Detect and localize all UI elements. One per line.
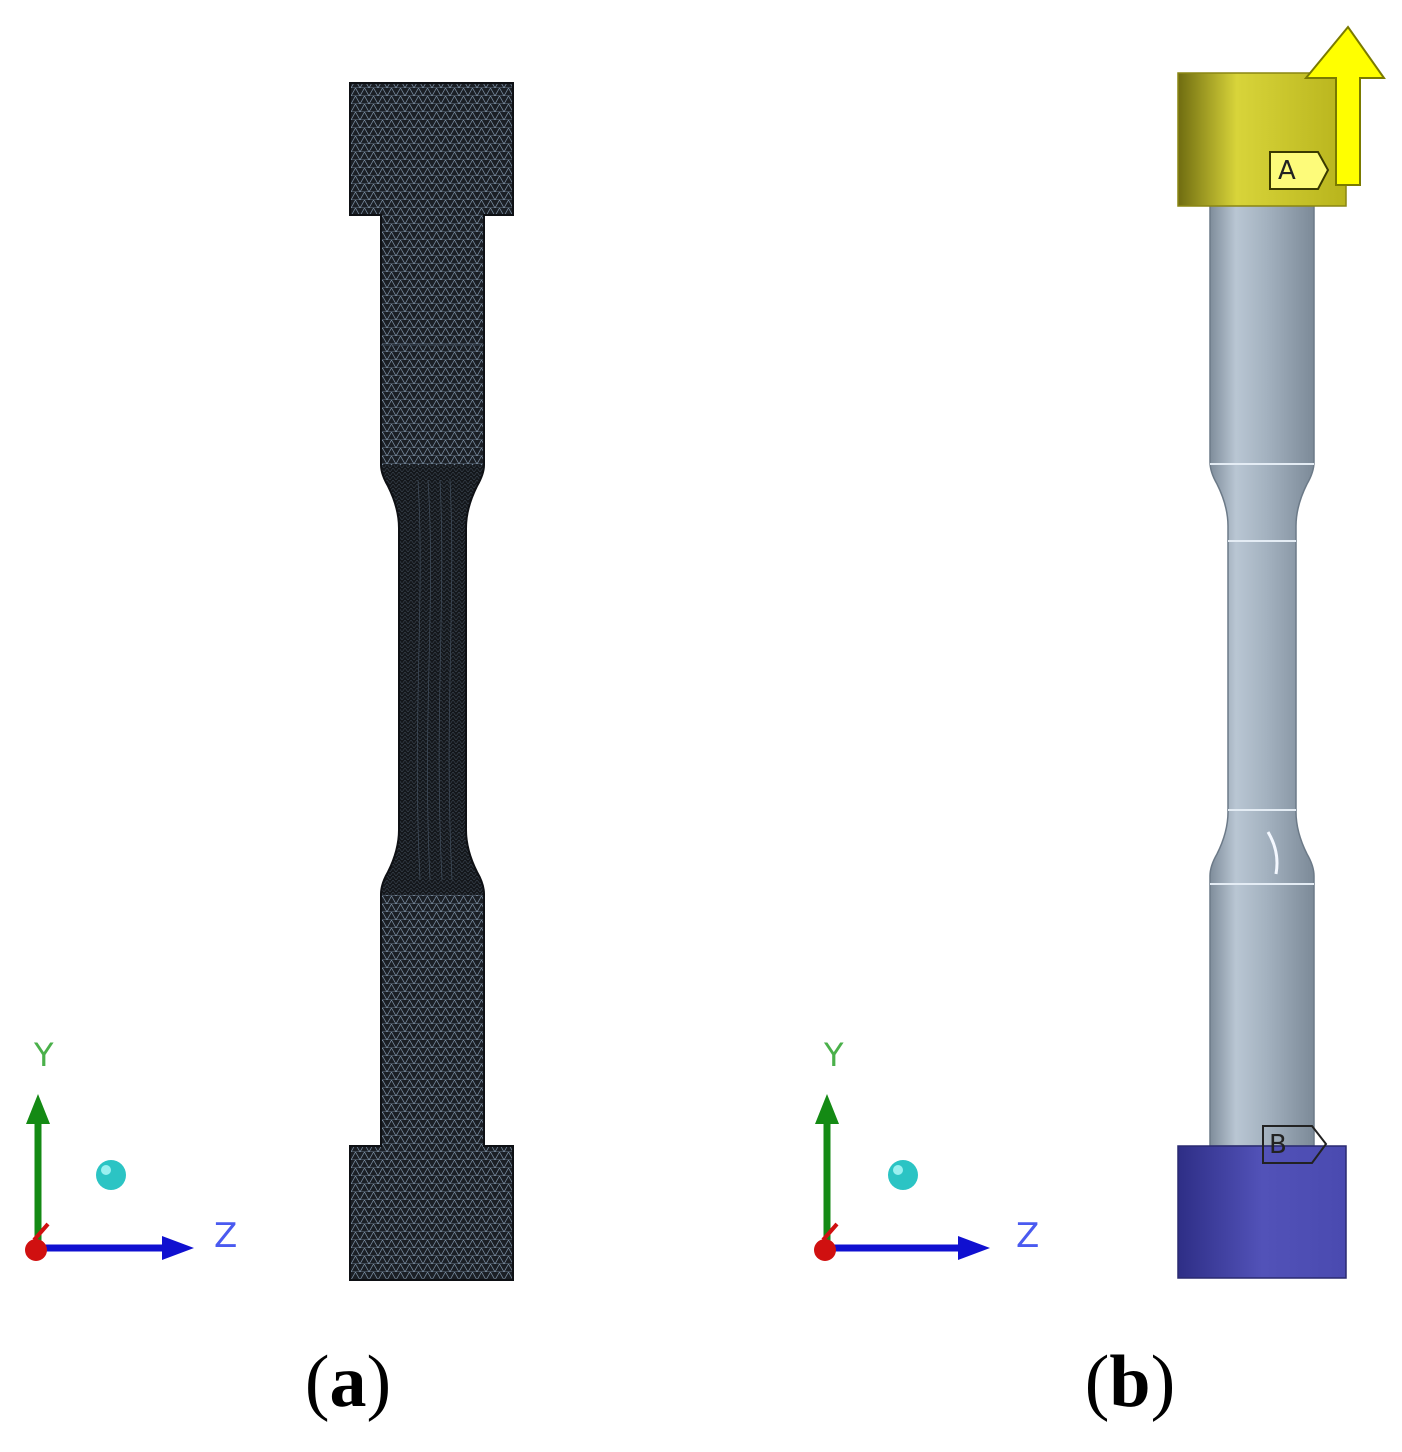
tag-a-label: A xyxy=(1278,156,1296,186)
caption-b-letter: b xyxy=(1109,1341,1151,1423)
caption-b-open: ( xyxy=(1084,1341,1110,1423)
caption-b-close: ) xyxy=(1150,1341,1176,1423)
bottom-grip-fixed-face xyxy=(1177,1145,1347,1279)
tag-b-label: B xyxy=(1269,1130,1287,1160)
origin-sphere-icon-b xyxy=(888,1160,918,1190)
caption-a-letter: a xyxy=(329,1341,367,1423)
triad-b-y-label: Y xyxy=(824,1036,844,1074)
coordinate-triad-b xyxy=(814,1094,990,1261)
origin-sphere-icon xyxy=(96,1160,126,1190)
top-grip-load-face xyxy=(1177,72,1347,207)
caption-a-close: ) xyxy=(366,1341,392,1423)
caption-a-open: ( xyxy=(304,1341,330,1423)
caption-b: (b) xyxy=(1030,1340,1230,1425)
triad-a-y-label: Y xyxy=(34,1036,54,1074)
section-lines xyxy=(1210,463,1314,885)
triad-b-z-label: Z xyxy=(1016,1216,1040,1256)
caption-a: (a) xyxy=(248,1340,448,1425)
mesh-specimen-body xyxy=(350,83,513,1280)
boundary-specimen-svg xyxy=(814,25,1386,1279)
specimen-body xyxy=(1209,204,1315,1147)
tag-a-marker xyxy=(1269,151,1330,190)
coordinate-triad-a xyxy=(25,1094,194,1261)
panel-b-boundary-view: A B Y Z (b) xyxy=(700,0,1402,1452)
x-axis-origin-marker-b xyxy=(814,1239,836,1261)
mesh-specimen-outline xyxy=(349,82,514,1281)
mesh-specimen-svg xyxy=(25,82,514,1281)
load-direction-arrow-icon xyxy=(1303,25,1386,186)
x-axis-origin-marker xyxy=(25,1239,47,1261)
tag-b-marker xyxy=(1262,1125,1328,1164)
panel-a-mesh-view: Y Z (a) xyxy=(0,0,700,1452)
triad-a-z-label: Z xyxy=(214,1216,238,1256)
